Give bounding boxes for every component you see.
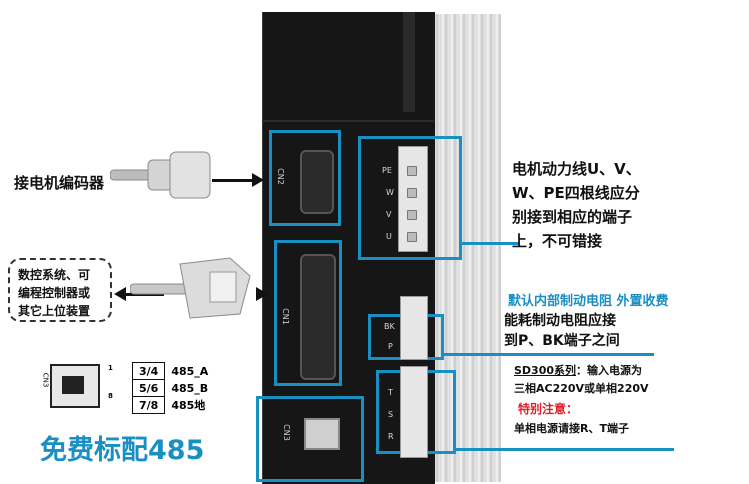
pin-pair-cell: 3/4 <box>131 362 166 380</box>
cn1-label: CN1 <box>280 308 290 325</box>
pin-signal-cell: 485地 <box>171 399 206 412</box>
table-row: 3/4 485_A <box>131 362 215 380</box>
pin-pair-cell: 7/8 <box>131 396 166 414</box>
terminal-label-r: R <box>388 432 394 441</box>
pinout-table: 3/4 485_A 5/6 485_B 7/8 485地 <box>131 362 215 414</box>
table-row: 7/8 485地 <box>131 396 215 414</box>
cn3-rj45-port[interactable] <box>304 418 340 450</box>
cn3-label: CN3 <box>281 424 291 441</box>
brake-line1: 能耗制动电阻应接 <box>504 313 616 329</box>
terminal-label-t: T <box>388 388 393 397</box>
terminal-label-pe: PE <box>382 166 392 175</box>
cn2-label: CN2 <box>275 168 285 185</box>
encoder-arrow-line <box>212 179 254 182</box>
motor-power-callout-line <box>460 242 520 245</box>
pin-signal-cell: 485_B <box>171 381 209 395</box>
pin-signal-cell: 485_A <box>171 364 209 378</box>
motor-power-box <box>358 136 462 260</box>
power-input-callout-line <box>454 448 674 451</box>
controller-cable-icon <box>130 257 251 319</box>
power-input-warning: 特别注意： <box>518 402 579 416</box>
cn2-db-connector[interactable] <box>300 150 334 214</box>
terminal-screw <box>407 210 417 220</box>
cn1-db-connector[interactable] <box>300 254 336 380</box>
terminal-screw <box>407 188 417 198</box>
terminal-screw <box>407 166 417 176</box>
power-input-terminal-block <box>400 366 428 458</box>
terminal-label-u: U <box>386 232 392 241</box>
motor-power-line1: 电机动力线U、V、 <box>512 160 641 178</box>
controller-label-line1: 数控系统、可 <box>18 268 91 282</box>
terminal-label-bk: BK <box>384 322 395 331</box>
power-input-line1: SD300系列：输入电源为 <box>514 362 642 378</box>
controller-dashed-box <box>8 258 112 322</box>
rj45-jack-opening <box>62 376 84 394</box>
terminal-label-v: V <box>386 210 392 219</box>
brake-default-title: 默认内部制动电阻 外置收费 <box>508 294 669 309</box>
cn1-arrow-head <box>256 287 268 301</box>
cn2-highlight-box <box>269 130 341 226</box>
encoder-cable-icon <box>110 151 211 199</box>
motor-power-line3: 别接到相应的端子 <box>512 208 633 226</box>
pin-number-first: 1 <box>108 364 113 372</box>
terminal-label-s: S <box>388 410 394 419</box>
panel-edge <box>262 120 434 122</box>
motor-power-line2: W、PE四根线应分 <box>512 184 640 202</box>
rj45-jack-diagram <box>50 364 100 408</box>
jack-label: CN3 <box>41 372 50 388</box>
power-input-line2: 三相AC220V或单相220V <box>514 382 649 395</box>
brake-line2: 到P、BK端子之间 <box>504 333 620 349</box>
encoder-label: 接电机编码器 <box>14 174 105 192</box>
pin-pair-cell: 5/6 <box>131 379 166 397</box>
cn3-highlight-box <box>256 396 364 482</box>
series-suffix: ：输入电源为 <box>576 364 643 377</box>
pin-number-last: 8 <box>108 392 113 400</box>
controller-label-line3: 其它上位装置 <box>18 304 91 318</box>
controller-label-line2: 编程控制器或 <box>18 286 91 300</box>
cn1-highlight-box <box>274 240 342 386</box>
terminal-label-w: W <box>386 188 394 197</box>
brake-callout-line <box>444 353 654 356</box>
terminal-label-p: P <box>388 342 393 351</box>
series-label: SD300系列 <box>514 364 577 377</box>
drive-top-tab <box>403 12 415 112</box>
table-row: 5/6 485_B <box>131 379 215 397</box>
terminal-screw <box>407 232 417 242</box>
free-485-label: 免费标配485 <box>40 435 205 466</box>
motor-power-line4: 上，不可错接 <box>512 232 603 250</box>
brake-terminal-block <box>400 296 428 360</box>
controller-arrow-head-left <box>114 287 126 301</box>
encoder-arrow-head <box>252 173 264 187</box>
power-input-line4: 单相电源请接R、T端子 <box>514 422 629 435</box>
